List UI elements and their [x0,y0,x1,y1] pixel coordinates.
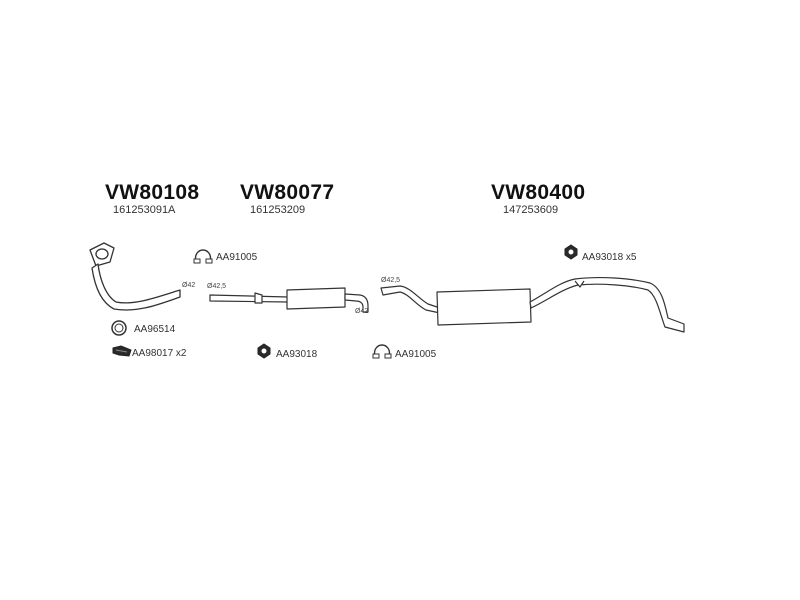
front-pipe-code: 161253091A [113,204,176,216]
rubber-mount-icon [257,343,271,359]
rear-silencer-code: 147253609 [503,204,559,216]
hanger-icon [112,345,132,357]
middle-silencer-title: VW80077 [240,181,335,204]
front-pipe-diameter: Ø42 [182,282,196,289]
middle-outlet-diameter: Ø42 [355,308,369,315]
gasket-label: AA96514 [134,324,176,335]
rear-inlet-diameter: Ø42,5 [381,277,401,284]
rear-silencer-title: VW80400 [491,181,586,204]
clamp-icon-2 [372,344,392,359]
clamp-icon [193,249,213,264]
clamp-label-2: AA91005 [395,349,437,360]
middle-silencer-code: 161253209 [250,204,306,216]
clamp-label-1: AA91005 [216,252,258,263]
rubber-mount-label-2: AA93018 x5 [582,252,637,263]
middle-inlet-diameter: Ø42,5 [207,283,227,290]
gasket-icon [111,320,127,336]
rubber-mount-icon-2 [564,244,578,260]
front-pipe-title: VW80108 [105,181,200,204]
rubber-mount-label-1: AA93018 [276,349,318,360]
hanger-label: AA98017 x2 [132,348,187,359]
